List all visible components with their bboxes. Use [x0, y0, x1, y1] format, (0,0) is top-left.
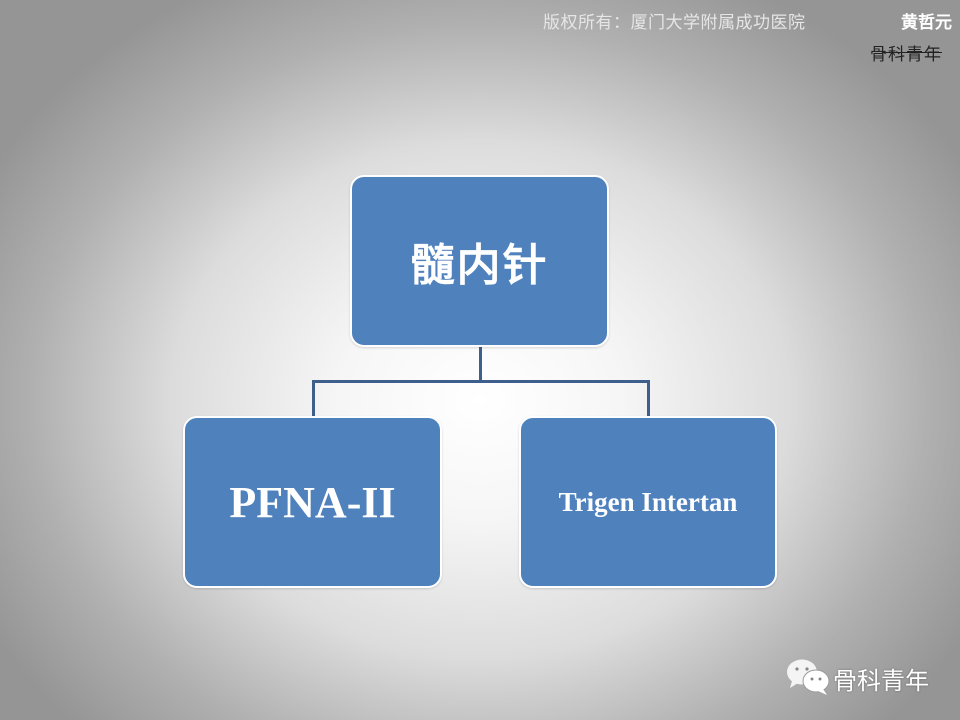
diagram-root-node: 髓内针 [350, 175, 609, 347]
wechat-account-label: 骨科青年 [833, 667, 929, 695]
brand-logo: 骨科青年 [870, 40, 942, 65]
connector-root-vertical [479, 346, 482, 383]
connector-horizontal [312, 380, 650, 383]
copyright-text: 版权所有：厦门大学附属成功医院 [543, 13, 806, 33]
root-node-label: 髓内针 [410, 240, 549, 291]
child-node-label: PFNA-II [229, 477, 396, 527]
connector-left-vertical [312, 380, 315, 417]
author-name: 黄哲元 [901, 13, 952, 33]
logo-strike-line [882, 52, 942, 53]
brand-logo-text: 骨科青年 [870, 45, 942, 65]
diagram-child-node-intertan: Trigen Intertan [519, 416, 777, 588]
child-node-label: Trigen Intertan [558, 486, 738, 517]
connector-right-vertical [647, 380, 650, 417]
diagram-child-node-pfna: PFNA-II [183, 416, 442, 588]
wechat-icon [787, 659, 830, 695]
